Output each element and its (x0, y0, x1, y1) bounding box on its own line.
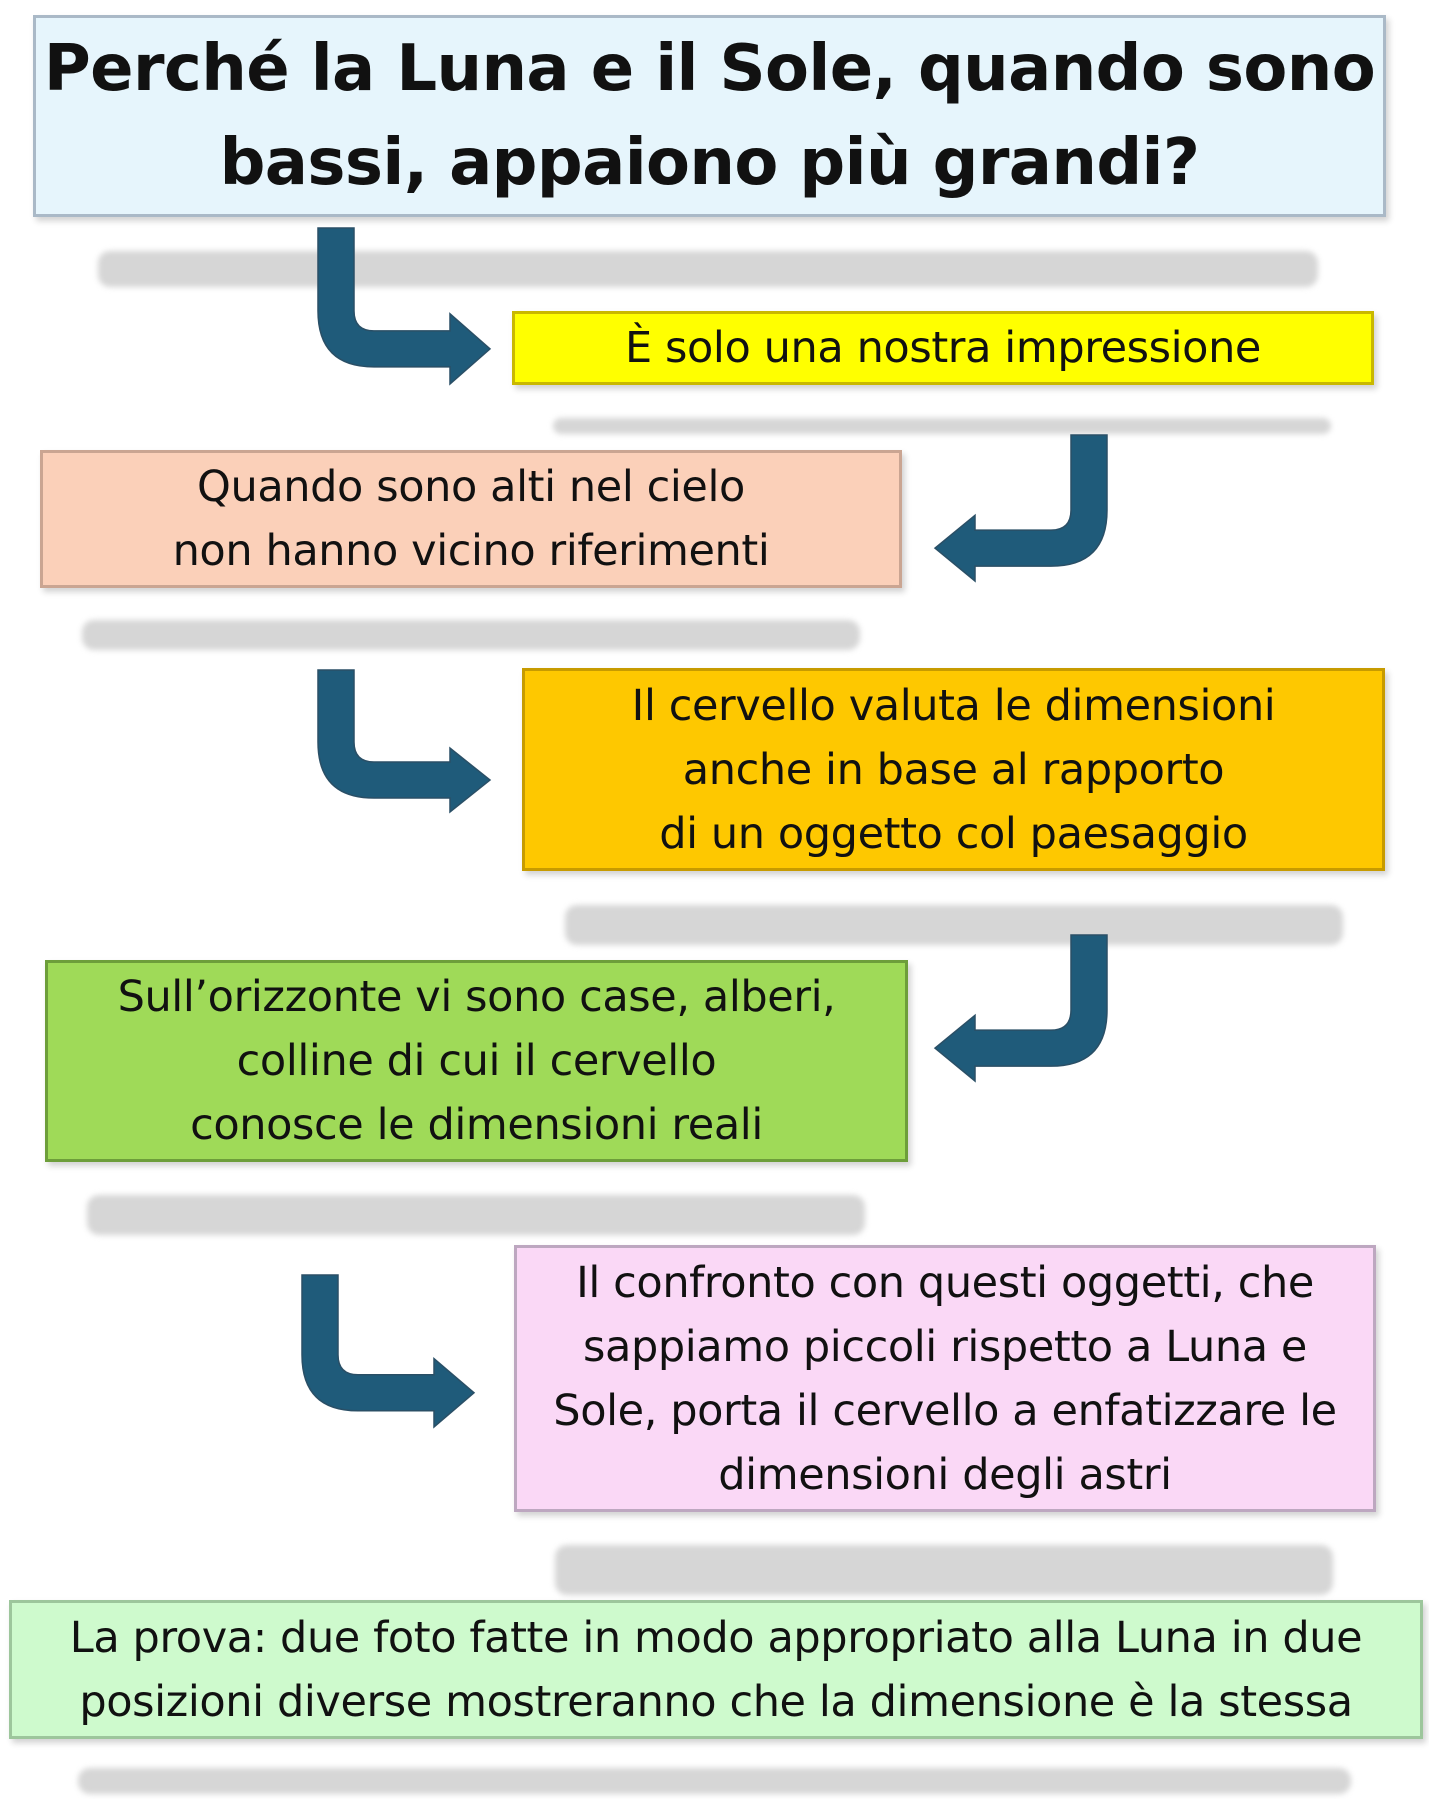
arrow-shape (301, 1274, 476, 1429)
conclusion-box: La prova: due foto fatte in modo appropr… (9, 1600, 1423, 1739)
blurred-strip (555, 1545, 1333, 1595)
step-box-5: Il confronto con questi oggetti, che sap… (514, 1245, 1376, 1512)
step-text: Il confronto con questi oggetti, che sap… (553, 1257, 1337, 1500)
step-text: Quando sono alti nel cielo non hanno vic… (172, 462, 770, 576)
step-text: Sull’orizzonte vi sono case, alberi, col… (117, 972, 836, 1150)
blurred-strip (87, 1195, 865, 1235)
arrow-shape (933, 934, 1108, 1083)
step-text: Il cervello valuta le dimensioni anche i… (631, 680, 1276, 859)
arrow-shape (317, 669, 492, 814)
curved-arrow-right-icon (301, 1274, 476, 1429)
curved-arrow-right-icon (317, 227, 492, 386)
page-title: Perché la Luna e il Sole, quando sono ba… (43, 32, 1376, 200)
curved-arrow-right-icon (317, 669, 492, 814)
step-box-4: Sull’orizzonte vi sono case, alberi, col… (45, 960, 908, 1162)
curved-arrow-left-icon (933, 934, 1108, 1083)
arrow-shape (317, 227, 492, 386)
blurred-strip (98, 251, 1318, 287)
blurred-strip (82, 620, 860, 650)
blurred-strip (565, 905, 1343, 945)
arrow-shape (933, 434, 1108, 583)
step-text: È solo una nostra impressione (624, 323, 1261, 373)
blurred-strip (553, 418, 1331, 434)
curved-arrow-left-icon (933, 434, 1108, 583)
title-box: Perché la Luna e il Sole, quando sono ba… (33, 15, 1386, 217)
step-box-1: È solo una nostra impressione (512, 311, 1374, 385)
blurred-strip (78, 1768, 1351, 1794)
conclusion-text: La prova: due foto fatte in modo appropr… (69, 1612, 1363, 1727)
step-box-2: Quando sono alti nel cielo non hanno vic… (40, 450, 902, 588)
step-box-3: Il cervello valuta le dimensioni anche i… (522, 668, 1385, 871)
